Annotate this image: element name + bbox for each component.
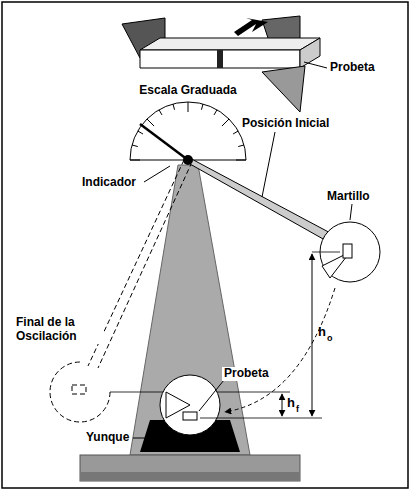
scale-tick: [201, 104, 203, 110]
scale-tick: [147, 119, 154, 126]
part-label: Posición Inicial: [240, 117, 331, 131]
reference-line: [200, 418, 322, 419]
scale-tick: [233, 131, 238, 134]
scale-tick: [130, 160, 140, 161]
indicator: [140, 124, 188, 160]
leader-line: [144, 166, 170, 182]
leader-line: [199, 380, 224, 411]
part-label: Final de la Oscilación: [14, 316, 104, 344]
scale-tick: [238, 145, 244, 147]
dimension-subscript: o: [327, 333, 333, 343]
part-label: Yunque: [86, 431, 129, 445]
scale-tick: [173, 104, 175, 110]
height-dimension: [282, 394, 283, 416]
graduated-scale: [130, 102, 246, 160]
tower: [130, 165, 250, 455]
dimension-symbol: h: [287, 396, 295, 411]
swing-path: [225, 288, 335, 412]
scale-tick: [236, 160, 246, 161]
frame: [2, 2, 408, 488]
part-label: Probeta: [330, 61, 375, 75]
scale-tick: [132, 145, 138, 147]
pivot: [183, 155, 193, 165]
scale-tick: [214, 110, 217, 115]
leader-line: [262, 132, 275, 197]
dimension-subscript: f: [296, 404, 299, 414]
height-dimension: [312, 254, 313, 416]
reference-line: [312, 252, 340, 253]
scale-tick: [188, 102, 189, 112]
part-label: Indicador: [82, 176, 136, 190]
arm: [186, 156, 336, 244]
part-label: Martillo: [327, 190, 370, 204]
scale-tick: [222, 119, 229, 126]
base: [80, 455, 300, 481]
leader-line: [350, 204, 352, 220]
part-label: Probeta: [222, 367, 271, 381]
part-label: Escala Graduada: [139, 84, 236, 98]
leader-line: [133, 438, 146, 439]
scale-tick: [159, 110, 162, 115]
hammer-bottom: [160, 375, 220, 435]
specimen-inset: [122, 16, 327, 112]
dimension-symbol: h: [318, 325, 326, 340]
scale-tick: [138, 131, 143, 134]
